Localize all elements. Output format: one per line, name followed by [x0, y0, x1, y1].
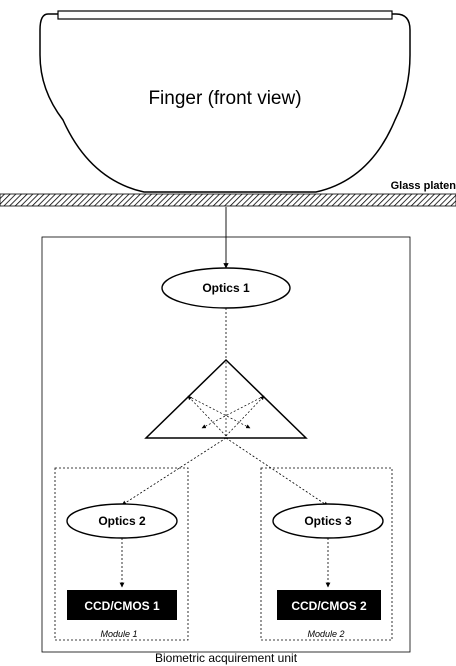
finger-shape — [39, 10, 411, 193]
optics1-label: Optics 1 — [202, 281, 250, 295]
optics2-label: Optics 2 — [98, 514, 146, 528]
prism-reflection-paths — [187, 362, 265, 437]
fingernail — [57, 10, 393, 20]
sensor1-label: CCD/CMOS 1 — [84, 599, 160, 613]
arrow-prism-to-optics3 — [225, 437, 329, 507]
optics3-label: Optics 3 — [304, 514, 352, 528]
finger-label: Finger (front view) — [148, 88, 301, 109]
arrow-prism-to-optics2 — [121, 437, 227, 506]
module2-label: Module 2 — [307, 629, 344, 639]
module2-box — [260, 467, 393, 641]
module1-box — [54, 467, 189, 641]
sensor2-label: CCD/CMOS 2 — [291, 599, 367, 613]
glass-platen-label: Glass platen — [391, 180, 456, 192]
unit-label: Biometric acquirement unit — [155, 651, 298, 665]
sensor1-box — [67, 590, 177, 620]
glass-platen — [0, 193, 456, 207]
module1-label: Module 1 — [100, 629, 137, 639]
sensor2-box — [277, 590, 381, 620]
